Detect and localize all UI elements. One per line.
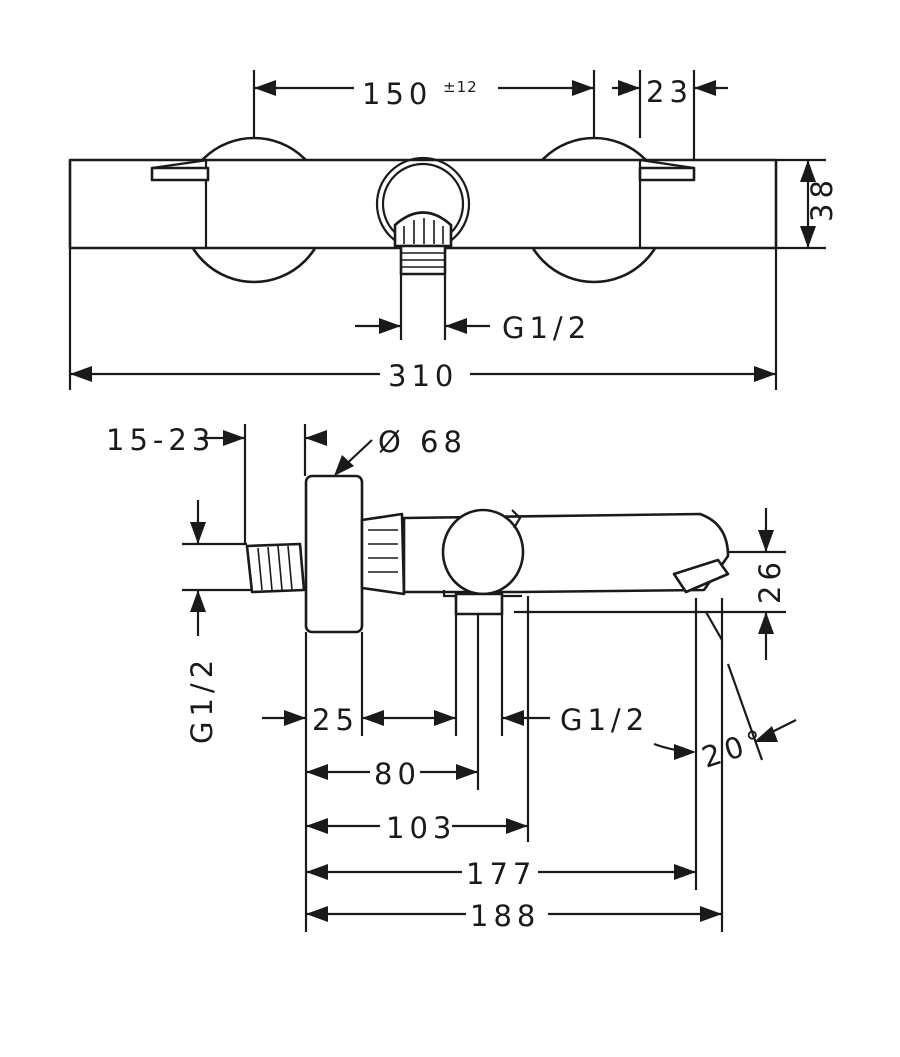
rosette-side bbox=[304, 474, 364, 634]
dim-15-23: 15-23 bbox=[106, 423, 215, 457]
right-handle-edge bbox=[639, 158, 695, 170]
dim-23: 23 bbox=[646, 75, 693, 109]
outlet-nut bbox=[393, 211, 453, 248]
side-view: 15-23 Ø 68 G1/2 25 G1/2 bbox=[106, 423, 797, 933]
dim-310: 310 bbox=[388, 359, 458, 393]
left-handle-cap bbox=[150, 166, 210, 182]
dim-26: 26 bbox=[753, 557, 787, 604]
dim-103: 103 bbox=[386, 811, 456, 845]
dim-25: 25 bbox=[312, 703, 359, 737]
dim-188: 188 bbox=[470, 899, 540, 933]
arrowhead bbox=[254, 80, 276, 96]
dim-dia-68: Ø 68 bbox=[378, 425, 467, 459]
dim-80: 80 bbox=[374, 757, 421, 791]
dim-g12-inlet: G1/2 bbox=[185, 655, 219, 744]
spout-aerator bbox=[672, 558, 730, 594]
right-handle-cap bbox=[638, 166, 696, 182]
dim-177: 177 bbox=[466, 857, 536, 891]
dim-150: 150 bbox=[362, 77, 432, 111]
outlet-nut-side bbox=[454, 592, 504, 616]
left-handle-edge bbox=[151, 158, 209, 170]
dim-38: 38 bbox=[805, 175, 839, 222]
dim-150-tolerance: ±12 bbox=[443, 78, 478, 96]
arrowhead bbox=[572, 80, 594, 96]
dim-20-deg: 20° bbox=[698, 722, 772, 775]
top-view: 150 ±12 23 38 G1/2 310 bbox=[68, 70, 839, 393]
inlet-thread bbox=[245, 542, 306, 594]
dim-g12-outlet: G1/2 bbox=[560, 703, 649, 737]
dim-g12-top: G1/2 bbox=[502, 311, 591, 345]
handle-knob-side bbox=[441, 508, 525, 596]
connector-nut bbox=[360, 512, 406, 596]
